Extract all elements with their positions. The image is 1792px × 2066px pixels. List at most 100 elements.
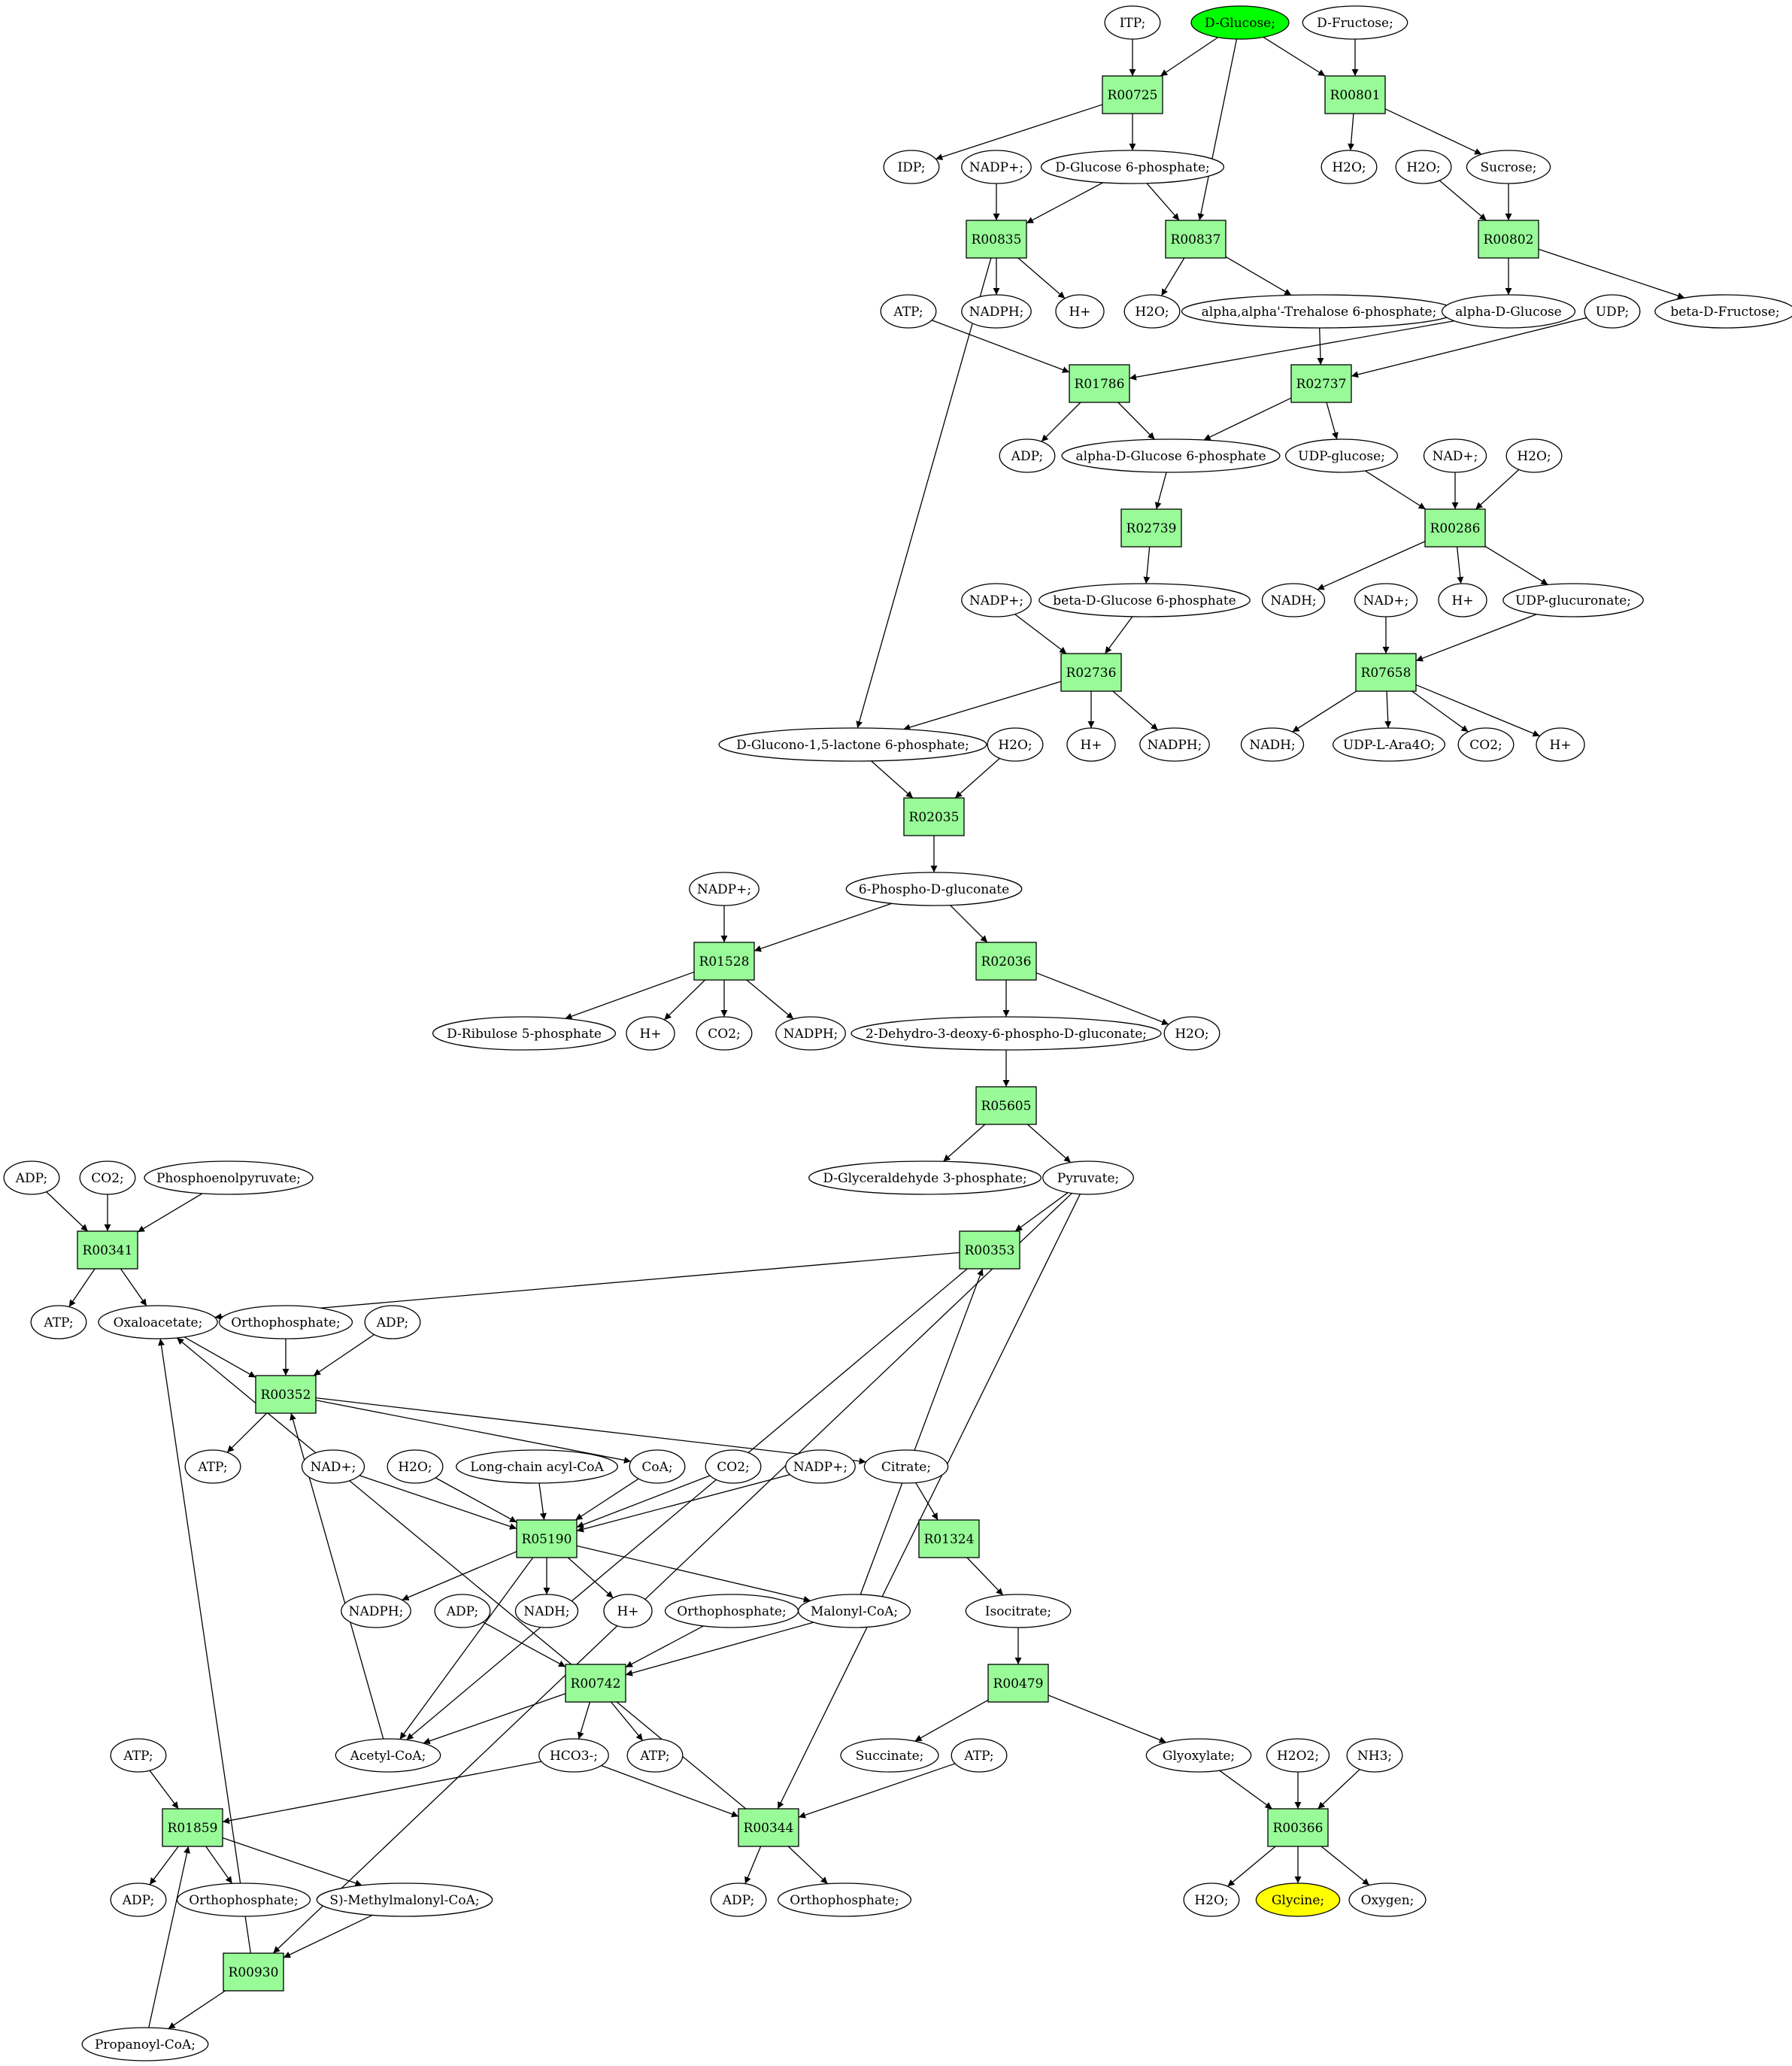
compound-node-c-h2o-4: H2O; [1505,438,1563,473]
compound-ellipse [79,1160,136,1195]
node-label: beta-D-Fructose; [1670,305,1779,320]
reaction-box [1165,220,1227,259]
compound-ellipse [1190,5,1290,40]
edge-r-r02737-to-c-udpglucose [1326,402,1339,440]
compound-node-c-itp: ITP; [1104,5,1161,40]
node-label: H2O; [398,1460,432,1475]
compound-ellipse [176,1882,311,1917]
edge-r-r00366-to-c-oxygen [1321,1846,1370,1886]
edge-r-r00352-to-c-atp-3 [226,1412,268,1453]
edge-r-r05190-to-c-acetylcoa [399,1557,534,1740]
compound-ellipse [98,1305,218,1339]
compound-ellipse [987,727,1044,762]
compound-ellipse [999,438,1056,473]
compound-ellipse [1104,5,1161,40]
node-label: R00286 [1430,521,1481,536]
compound-ellipse [785,1449,856,1484]
node-label: ATP; [123,1749,153,1764]
compound-node-c-kdpg: 2-Dehydro-3-deoxy-6-phospho-D-gluconate; [851,1016,1162,1051]
compound-node-c-pyruvate: Pyruvate; [1042,1160,1134,1195]
node-label: alpha,alpha'-Trehalose 6-phosphate; [1202,305,1437,320]
compound-ellipse [705,1449,762,1484]
compound-node-c-atp-6: ATP; [951,1738,1008,1773]
edge-c-dglucose-to-r-r00801 [1263,36,1326,77]
compound-ellipse [1332,727,1446,762]
node-label: R07658 [1361,666,1411,681]
compound-ellipse [965,1594,1072,1628]
compound-ellipse [1441,294,1576,329]
compound-ellipse [840,1738,939,1773]
node-label: R00341 [83,1243,133,1258]
node-label: H2O; [1517,449,1551,464]
edge-r-r05190-to-c-nadph-4 [402,1551,517,1601]
node-label: H2O; [1406,160,1440,175]
compound-node-c-h2o-1: H2O; [1321,150,1378,184]
compound-ellipse [1536,727,1585,762]
reaction-box [162,1808,223,1847]
edge-c-h2o-2-to-r-r00802 [1439,180,1487,221]
compound-node-c-h2o-8: H2O; [1183,1882,1240,1917]
compound-node-c-lcacoa: Long-chain acyl-CoA [456,1449,618,1484]
compound-node-c-adp-4: ADP; [434,1594,491,1628]
compound-node-c-co2-2: CO2; [696,1016,753,1051]
edge-r-r00801-to-c-h2o-1 [1348,113,1355,151]
edge-c-nadp-2-to-r-r02736 [1014,614,1067,654]
compound-ellipse [626,1738,684,1773]
node-label: ADP; [15,1171,47,1186]
edge-c-pyruvate-to-r-r00930 [272,1193,1072,1954]
edge-r-r00742-to-c-acetylcoa [423,1693,566,1745]
edge-r-r00286-to-c-nadh-1 [1317,541,1426,590]
compound-node-c-hplus-2: H+ [1438,583,1487,617]
compound-node-c-nadp-3: NADP+; [689,872,760,906]
compound-node-c-udpglucuronate: UDP-glucuronate; [1502,583,1644,617]
compound-node-c-coa: CoA; [629,1449,686,1484]
compound-node-c-h2o-2: H2O; [1395,150,1452,184]
edge-c-hco3-to-r-r00344 [601,1764,739,1818]
compound-node-c-nadph-4: NADPH; [341,1594,411,1628]
compound-node-c-h2o-6: H2O; [1163,1016,1220,1051]
node-label: 6-Phospho-D-gluconate [859,882,1009,897]
node-label: NADPH; [349,1604,404,1619]
edge-r-r02736-to-c-nadph-2 [1112,690,1159,731]
node-label: ATP; [639,1749,669,1764]
compound-node-c-glyoxylate: Glyoxylate; [1145,1738,1252,1773]
compound-ellipse [110,1882,167,1917]
compound-ellipse [1348,1882,1427,1917]
edge-r-r00802-to-c-bdfructose [1538,248,1685,299]
compound-ellipse [514,1594,579,1628]
reaction-node-r-r00725: R00725 [1102,75,1163,114]
edge-r-r02737-to-c-adg6p [1203,397,1292,441]
edge-c-atp-1-to-r-r01786 [931,320,1070,373]
compound-node-c-citrate: Citrate; [863,1449,949,1484]
node-label: R01786 [1075,377,1125,392]
edge-r-r01528-to-c-nadph-3 [746,979,794,1020]
compound-ellipse [1584,294,1641,329]
compound-node-c-h2o-3: H2O; [1123,294,1181,329]
edge-r-r00344-to-c-adp-6 [744,1846,762,1884]
compound-ellipse [387,1449,444,1484]
compound-node-c-hplus-3: H+ [1066,727,1116,762]
compound-ellipse [1061,438,1281,473]
edge-r-r00344-to-c-oxaloacetate [176,1337,747,1810]
edge-r-r01859-to-c-pi-3 [205,1846,233,1884]
compound-ellipse [689,872,760,906]
compound-ellipse [1457,727,1515,762]
reaction-box [966,220,1027,259]
node-label: R02736 [1066,666,1117,681]
reaction-node-r-r07658: R07658 [1355,653,1417,692]
compound-ellipse [1163,1016,1220,1051]
edge-c-dglucose-to-r-r00725 [1160,37,1219,77]
compound-node-c-udp: UDP; [1584,294,1641,329]
compound-ellipse [951,1738,1008,1773]
compound-node-c-nadh-2: NADH; [1240,727,1305,762]
node-label: R05190 [522,1532,572,1547]
node-label: Orthophosphate; [231,1315,340,1330]
edge-c-adp-3-to-r-r00352 [313,1333,374,1376]
compound-ellipse [1145,1738,1252,1773]
node-label: H+ [639,1027,661,1042]
reaction-node-r-r00341: R00341 [77,1230,138,1270]
edge-r-r00353-to-c-oxaloacetate [214,1251,960,1321]
edge-r-r00352-to-c-citrate [315,1397,866,1465]
edge-c-adp-4-to-r-r00742 [482,1622,566,1667]
compound-ellipse [301,1449,365,1484]
